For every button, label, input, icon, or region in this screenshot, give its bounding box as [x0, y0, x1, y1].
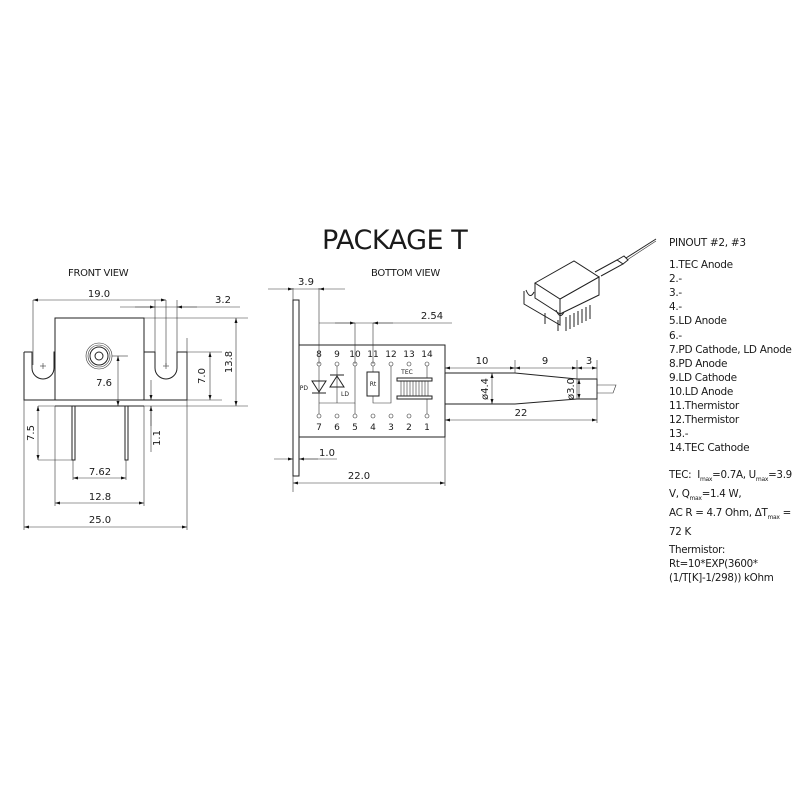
pinout-item: 8.PD Anode — [669, 357, 728, 370]
bottom-pin-row: 7 6 5 4 3 2 1 — [316, 423, 430, 433]
svg-text:7: 7 — [316, 423, 322, 433]
dim-19-0: 19.0 — [88, 289, 110, 300]
svg-text:14: 14 — [421, 350, 433, 360]
fiber-pigtail — [597, 384, 617, 394]
dim-25-0: 25.0 — [89, 515, 111, 526]
pinout-item: 14.TEC Cathode — [669, 442, 750, 455]
svg-text:PD: PD — [300, 385, 309, 392]
dim-12-8: 12.8 — [89, 492, 111, 503]
svg-text:13: 13 — [403, 350, 414, 360]
left-mount-slot — [24, 351, 55, 380]
top-pin-row: 8 9 10 11 12 13 14 — [316, 350, 433, 360]
dim-3-9: 3.9 — [298, 277, 314, 288]
dim-1-1: 1.1 — [152, 430, 163, 446]
photodiode-icon: PD — [300, 366, 327, 414]
svg-text:2: 2 — [406, 423, 412, 433]
pinout-item: 11.Thermistor — [669, 400, 739, 413]
dim-22-0: 22.0 — [348, 471, 370, 482]
package-isometric-illustration — [523, 238, 657, 331]
pinout-item: 4.- — [669, 301, 682, 314]
bottom-view-label: BOTTOM VIEW — [371, 268, 440, 279]
pinout-item: 6.- — [669, 329, 682, 342]
svg-text:4: 4 — [370, 423, 376, 433]
pinout-item: 9.LD Cathode — [669, 371, 737, 384]
front-view-label: FRONT VIEW — [68, 268, 129, 279]
tec-spec-line-1: TEC: Imax=0.7A, Umax=3.9 V, Qmax=1.4 W, — [669, 469, 792, 502]
dim-3-2: 3.2 — [215, 295, 231, 306]
svg-text:TEC: TEC — [400, 369, 413, 376]
dim-7-62: 7.62 — [89, 467, 111, 478]
dim-7-6: 7.6 — [96, 378, 112, 389]
right-mount-slot — [144, 351, 188, 401]
svg-text:9: 9 — [334, 350, 340, 360]
svg-text:5: 5 — [352, 423, 358, 433]
dim-2-54: 2.54 — [421, 311, 443, 322]
dim-7-5: 7.5 — [26, 425, 37, 441]
dim-dia-3-0: ø3.0 — [566, 378, 577, 400]
front-view-drawing: 19.0 3.2 13.8 7.0 7.6 1.1 7.5 7. — [23, 289, 248, 530]
bottom-view-drawing: 8 9 10 11 12 13 14 7 6 5 4 3 2 1 — [268, 277, 617, 492]
thermistor-icon: Rt — [366, 366, 392, 404]
dim-9: 9 — [542, 356, 548, 367]
pinout-item: 5.LD Anode — [669, 315, 727, 328]
pinout-item: 1.TEC Anode — [669, 259, 733, 272]
front-pin-left — [71, 405, 76, 461]
svg-text:Rt: Rt — [370, 381, 377, 388]
page-title: PACKAGE T — [322, 225, 468, 256]
dim-1-0: 1.0 — [319, 448, 335, 459]
laser-diode-icon: LD — [329, 366, 349, 403]
tec-spec-line-2: AC R = 4.7 Ohm, ΔTmax = 72 K — [669, 507, 791, 538]
svg-text:12: 12 — [385, 350, 396, 360]
svg-text:LD: LD — [341, 391, 349, 398]
pinout-list: PINOUT #2, #3 1.TEC Anode 2.- 3.- 4.- 5.… — [669, 236, 792, 455]
thermistor-formula: Rt=10*EXP(3600*(1/T[K]-1/298)) kOhm — [669, 558, 774, 584]
svg-text:6: 6 — [334, 423, 340, 433]
pinout-item: 12.Thermistor — [669, 414, 739, 427]
pinout-item: 3.- — [669, 287, 682, 300]
bottom-flange-plate — [292, 299, 300, 477]
tec-specs: TEC: Imax=0.7A, Umax=3.9 V, Qmax=1.4 W, … — [669, 468, 800, 585]
svg-text:1: 1 — [424, 423, 430, 433]
dim-3: 3 — [586, 356, 592, 367]
pinout-item: 10.LD Anode — [669, 385, 734, 398]
bottom-body — [298, 344, 446, 438]
pinout-item: 13.- — [669, 428, 689, 441]
svg-text:3: 3 — [388, 423, 394, 433]
fiber-boot — [445, 372, 617, 405]
dim-10: 10 — [476, 356, 489, 367]
dim-13-8: 13.8 — [224, 351, 235, 373]
front-pin-right — [124, 405, 129, 461]
pinout-item: 2.- — [669, 273, 682, 286]
thermistor-label: Thermistor: — [669, 544, 726, 556]
dim-dia-4-4: ø4.4 — [480, 378, 491, 400]
dim-22: 22 — [515, 408, 528, 419]
pinout-header: PINOUT #2, #3 — [669, 237, 746, 249]
dim-7-0: 7.0 — [197, 368, 208, 384]
tec-icon: TEC — [396, 366, 433, 414]
pinout-item: 7.PD Cathode, LD Anode — [669, 343, 792, 356]
